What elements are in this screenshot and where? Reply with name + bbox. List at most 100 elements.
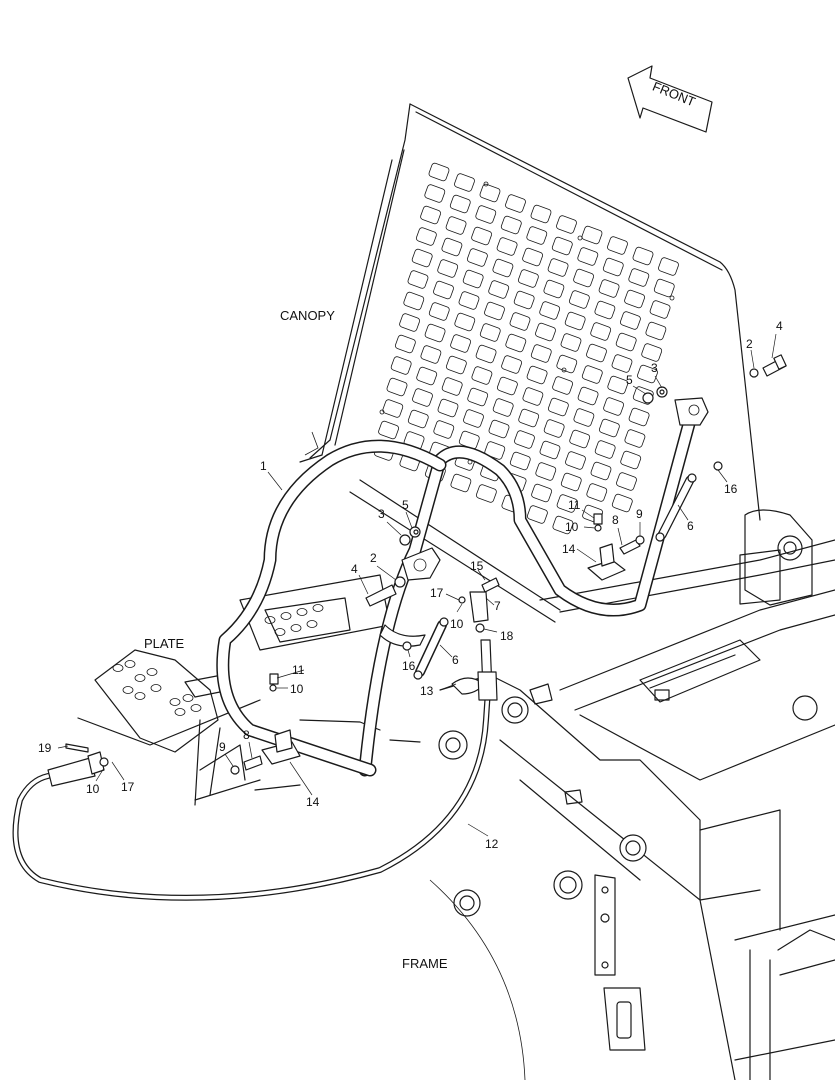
grille-opening (390, 356, 412, 375)
grille-opening (386, 377, 408, 397)
grille-opening (530, 204, 552, 224)
callout-9: 9 (636, 507, 643, 521)
grille-opening (428, 302, 450, 321)
grille-opening (450, 334, 472, 353)
grille-opening (535, 462, 557, 481)
pedal-hole (290, 624, 302, 632)
machine-frame-structure (349, 479, 835, 1080)
callout-16: 16 (724, 482, 738, 496)
callout-4: 4 (351, 562, 358, 576)
callout-15: 15 (470, 559, 484, 573)
grille-opening (526, 226, 548, 245)
grille-opening (509, 312, 531, 331)
grille-opening (407, 409, 429, 429)
front-direction-arrow: FRONT (627, 65, 713, 133)
grille-opening (518, 408, 540, 428)
grille-opening (492, 258, 514, 278)
grille-opening (543, 279, 565, 299)
grille-opening (488, 419, 510, 439)
grille-opening (543, 419, 565, 438)
pedal-hole (134, 674, 146, 682)
grille-opening (479, 183, 501, 203)
callout-17: 17 (430, 586, 444, 600)
grille-opening (547, 397, 569, 417)
grille-opening (619, 311, 641, 330)
grille-opening (433, 280, 454, 300)
grille-opening (378, 420, 400, 440)
grille-opening (603, 397, 625, 416)
pedal-hole (112, 664, 124, 672)
callout-10: 10 (565, 520, 579, 534)
callout-19: 19 (38, 741, 52, 755)
grille-opening (394, 334, 416, 354)
grille-opening (471, 226, 493, 246)
fastener-hardware (230, 354, 787, 775)
grille-opening (514, 430, 535, 449)
grille-opening (450, 473, 472, 493)
grille-opening (531, 483, 553, 503)
callout-10: 10 (290, 682, 304, 696)
grille-opening (624, 429, 646, 448)
grille-opening (611, 493, 633, 513)
grille-opening (586, 483, 608, 502)
pedal-hole (280, 612, 292, 620)
grille-opening (598, 279, 620, 298)
grille-opening (539, 440, 561, 460)
grille-opening (484, 301, 505, 321)
gas-strut-right (655, 473, 697, 542)
grille-opening (437, 259, 459, 278)
grille-opening (539, 301, 561, 320)
pedal-hole (306, 620, 318, 628)
grille-opening (411, 248, 433, 268)
gas-strut-left (413, 617, 449, 680)
pedal-hole (169, 698, 181, 706)
grille-opening (479, 323, 501, 342)
grille-opening (454, 312, 476, 332)
canopy-rear-screen (299, 103, 761, 535)
grille-opening (424, 184, 446, 203)
grille-opening (382, 399, 404, 418)
pedal-hole (124, 660, 136, 668)
mounting-bracket-right (587, 543, 626, 581)
grille-opening (628, 268, 650, 287)
grille-opening (551, 236, 573, 256)
grille-opening (441, 237, 463, 257)
callout-5: 5 (402, 498, 409, 512)
grab-bar (216, 397, 709, 777)
grille-opening (607, 375, 629, 395)
grille-opening (594, 300, 616, 320)
grille-opening (581, 365, 603, 384)
grille-opening (399, 313, 421, 332)
grille-opening (573, 408, 595, 427)
callout-6: 6 (452, 653, 459, 667)
grille-opening (590, 461, 612, 481)
grille-opening (466, 248, 488, 267)
callout-7: 7 (494, 599, 501, 613)
grille-opening (598, 418, 620, 438)
grille-opening (526, 505, 548, 524)
grille-opening (513, 290, 535, 310)
grille-opening (415, 227, 437, 246)
mounting-bracket-left (261, 729, 301, 765)
callout-8: 8 (243, 728, 250, 742)
pedal-hole (122, 686, 134, 694)
callout-10: 10 (450, 617, 464, 631)
grille-opening (602, 257, 624, 277)
grille-opening (412, 388, 433, 407)
pedal-hole (190, 704, 202, 712)
callout-14: 14 (306, 795, 320, 809)
grille-opening (565, 451, 586, 470)
grille-opening (526, 365, 548, 385)
pedal-hole (174, 708, 186, 716)
grille-opening (496, 376, 518, 396)
grille-opening (454, 173, 475, 192)
callout-2: 2 (746, 337, 753, 351)
grille-opening (615, 332, 637, 352)
grille-opening (616, 472, 637, 491)
grille-opening (564, 311, 586, 331)
grille-opening (509, 451, 531, 471)
grille-opening (500, 215, 522, 235)
grille-opening (573, 268, 595, 288)
grille-opening (535, 322, 556, 342)
